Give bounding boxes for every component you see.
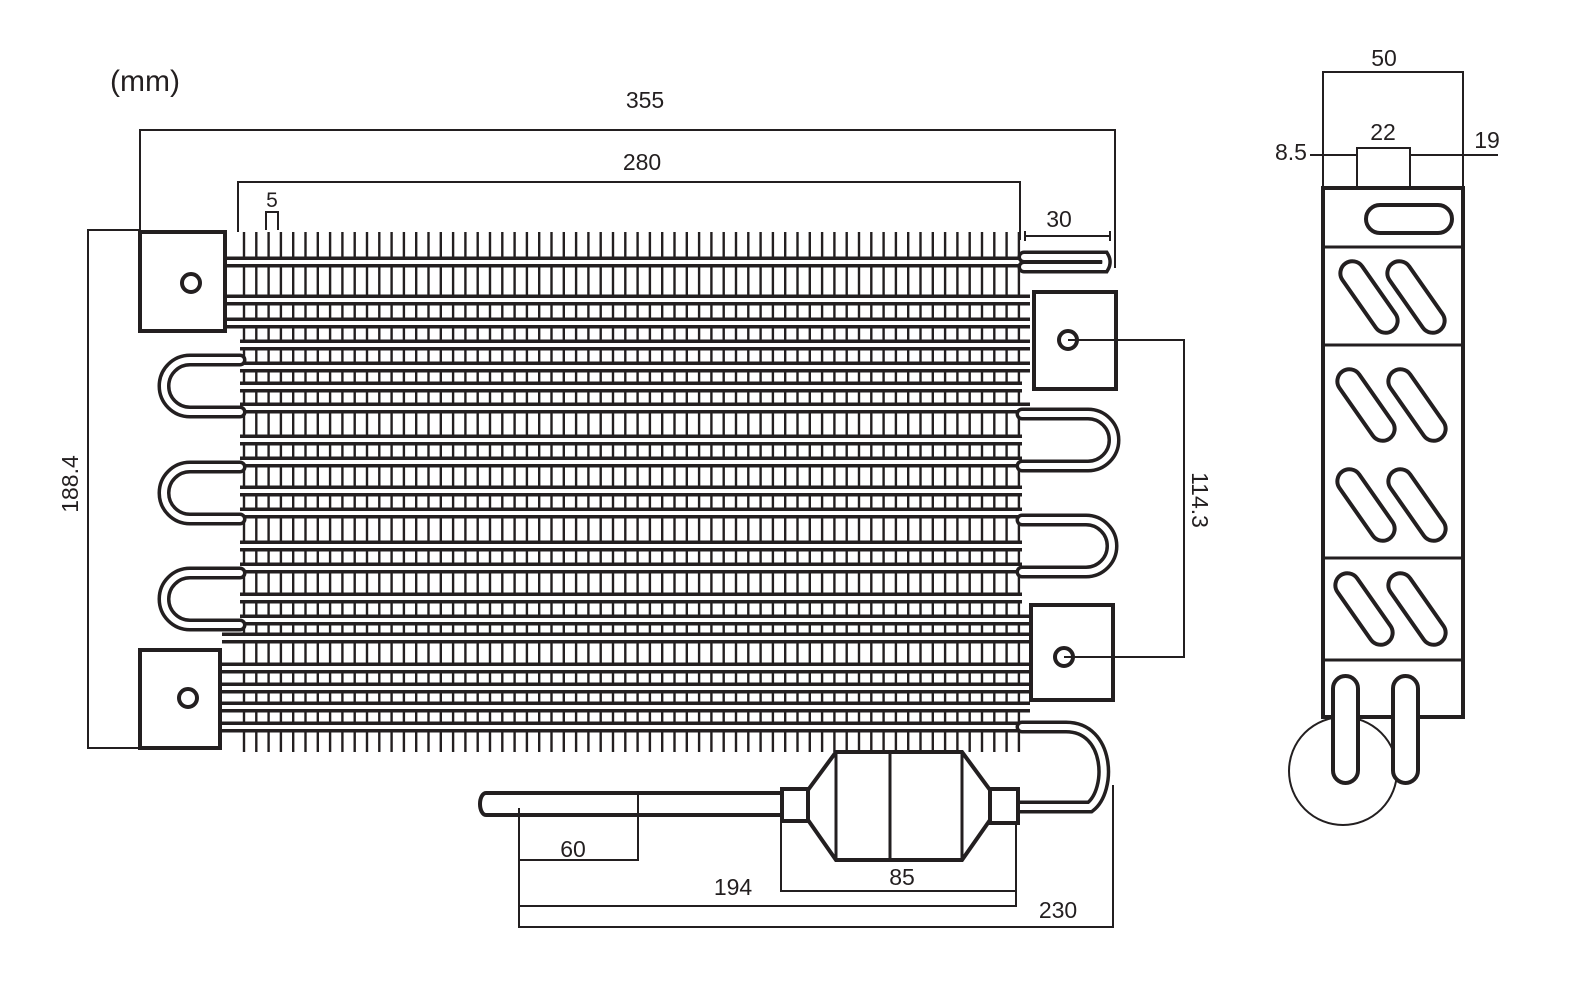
outlet-tube	[478, 791, 784, 817]
tube-slot	[1338, 259, 1400, 335]
tube-slot	[1333, 571, 1395, 647]
diagonal-tube-slots	[1333, 259, 1448, 647]
dim-overall-height: 188.4	[57, 455, 83, 513]
dim-drier-to-tube-end: 194	[714, 874, 753, 900]
dim-overall-width: 355	[626, 87, 664, 113]
units-label: (mm)	[110, 65, 180, 98]
side-view: 50 22 8.5 19	[1275, 45, 1500, 826]
drier-inlet-collar	[780, 787, 810, 823]
dim-side-depth: 50	[1371, 45, 1397, 71]
dim-side-tube-spacing: 22	[1370, 119, 1396, 145]
tube-slot	[1335, 367, 1397, 443]
dim-bend-extension: 30	[1046, 206, 1072, 232]
drier-outlet-collar	[988, 787, 1020, 825]
dim-side-right-offset: 19	[1474, 127, 1500, 153]
bracket-hole-icon	[180, 272, 202, 294]
dim-drier-length: 85	[889, 864, 915, 890]
dim-fin-pitch: 5	[266, 189, 278, 212]
top-slot	[1364, 203, 1454, 235]
filter-drier-assembly	[478, 750, 1020, 862]
bracket-hole-icon	[177, 687, 199, 709]
tube-slot	[1386, 367, 1448, 443]
tube-bends	[157, 250, 1121, 814]
dim-outlet-overall: 230	[1039, 897, 1077, 923]
tube-array	[222, 256, 1106, 733]
dim-bracket-spacing: 114.3	[1187, 472, 1213, 528]
tube-slot	[1385, 259, 1447, 335]
front-view: (mm) 355 280 5 30 188.4 114.3 60 85 194 …	[57, 65, 1213, 928]
side-dimension-labels: 50 22 8.5 19	[1275, 45, 1500, 165]
dim-fin-width: 280	[623, 149, 661, 175]
tube-slot	[1386, 571, 1448, 647]
vertical-tube-slots	[1331, 674, 1420, 785]
dimension-labels: (mm) 355 280 5 30 188.4 114.3 60 85 194 …	[57, 65, 1213, 923]
dimension-lines	[87, 129, 1185, 928]
side-segment-dividers	[1323, 245, 1463, 662]
tube-slot	[1386, 467, 1448, 543]
tube-slot	[1335, 467, 1397, 543]
dim-filler-tube: 60	[560, 836, 586, 862]
dim-side-left-offset: 8.5	[1275, 139, 1307, 165]
